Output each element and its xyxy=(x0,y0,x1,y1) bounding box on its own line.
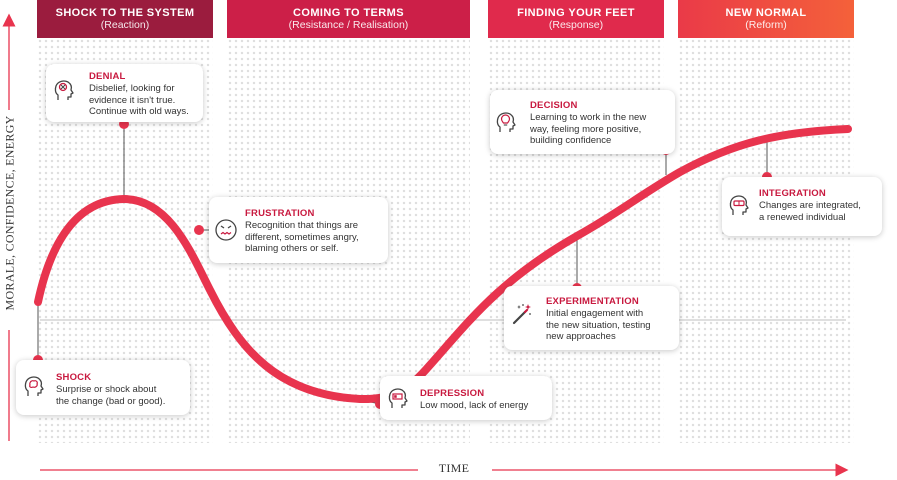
phase-subtitle: (Response) xyxy=(548,19,604,31)
description-line: the change (bad or good). xyxy=(56,395,166,407)
stage-card-denial: DENIAL Disbelief, looking for evidence i… xyxy=(46,64,203,122)
head-lightbulb-icon xyxy=(496,112,516,132)
stage-title: DECISION xyxy=(530,100,578,111)
stage-card-experimentation: EXPERIMENTATION Initial engagement with … xyxy=(504,286,679,350)
description-line: way, feeling more positive, xyxy=(530,123,642,135)
magic-wand-icon xyxy=(512,304,531,325)
description-line: Recognition that things are xyxy=(245,220,359,231)
angry-face-icon xyxy=(215,219,237,241)
phase-subtitle: (Resistance / Realisation) xyxy=(288,19,409,31)
description-line: blaming others or self. xyxy=(245,243,339,254)
description-line: Changes are integrated, xyxy=(759,200,861,211)
stage-title: DEPRESSION xyxy=(420,388,485,399)
phase-title: NEW NORMAL xyxy=(725,7,807,19)
x-axis-label: TIME xyxy=(438,461,470,475)
stage-description: Initial engagement with the new situatio… xyxy=(546,308,651,343)
stage-title: SHOCK xyxy=(56,372,92,383)
stage-title: FRUSTRATION xyxy=(245,208,315,219)
description-line: a renewed individual xyxy=(759,211,846,223)
description-line: Continue with old ways. xyxy=(89,106,189,117)
head-low-battery-icon xyxy=(388,388,408,408)
y-axis-label: MORALE, CONFIDENCE, ENERGY xyxy=(2,115,17,311)
phase-background-new-normal xyxy=(678,38,854,443)
stage-card-integration: INTEGRATION Changes are integrated, a re… xyxy=(722,177,882,236)
head-question-icon xyxy=(54,80,74,100)
phase-header-finding-your-feet: FINDING YOUR FEET (Response) xyxy=(488,0,664,38)
phase-header-shock: SHOCK TO THE SYSTEM (Reaction) xyxy=(37,0,213,38)
description-line: different, sometimes angry, xyxy=(245,231,359,243)
phase-title: SHOCK TO THE SYSTEM xyxy=(55,7,195,19)
stage-title: INTEGRATION xyxy=(759,188,826,199)
description-line: evidence it isn't true. xyxy=(89,94,176,106)
phase-subtitle: (Reaction) xyxy=(100,19,150,31)
description-line: Surprise or shock about xyxy=(56,384,157,395)
description-line: building confidence xyxy=(530,135,612,146)
stage-description: Changes are integrated, a renewed indivi… xyxy=(759,200,861,223)
description-line: new approaches xyxy=(546,331,616,342)
stage-title: DENIAL xyxy=(89,71,126,82)
stage-description: Disbelief, looking for evidence it isn't… xyxy=(89,83,189,118)
description-line: Learning to work in the new xyxy=(530,112,647,123)
stage-description: Recognition that things are different, s… xyxy=(245,220,359,255)
description-line: Low mood, lack of energy xyxy=(420,400,529,411)
stage-card-depression: DEPRESSION Low mood, lack of energy xyxy=(380,376,552,420)
description-line: Disbelief, looking for xyxy=(89,83,175,94)
stage-description: Learning to work in the new way, feeling… xyxy=(530,112,646,147)
phase-subtitle: (Reform) xyxy=(745,19,787,31)
stage-card-shock: SHOCK Surprise or shock about the change… xyxy=(16,360,190,415)
description-line: Initial engagement with xyxy=(546,308,644,319)
change-curve xyxy=(34,125,852,404)
description-line: the new situation, testing xyxy=(546,319,651,331)
phase-header-new-normal: NEW NORMAL (Reform) xyxy=(678,0,854,38)
stage-card-frustration: FRUSTRATION Recognition that things are … xyxy=(209,197,388,263)
stage-card-decision: DECISION Learning to work in the new way… xyxy=(490,90,675,154)
head-brain-icon xyxy=(24,376,44,396)
phase-header-coming-to-terms: COMING TO TERMS (Resistance / Realisatio… xyxy=(227,0,470,38)
stage-description: Surprise or shock about the change (bad … xyxy=(56,384,165,407)
marker-frustration xyxy=(194,225,204,235)
stage-description: Low mood, lack of energy xyxy=(420,400,528,412)
stage-title: EXPERIMENTATION xyxy=(546,296,639,307)
phase-title: COMING TO TERMS xyxy=(293,7,404,19)
head-vr-icon xyxy=(729,195,749,215)
phase-title: FINDING YOUR FEET xyxy=(517,7,635,19)
